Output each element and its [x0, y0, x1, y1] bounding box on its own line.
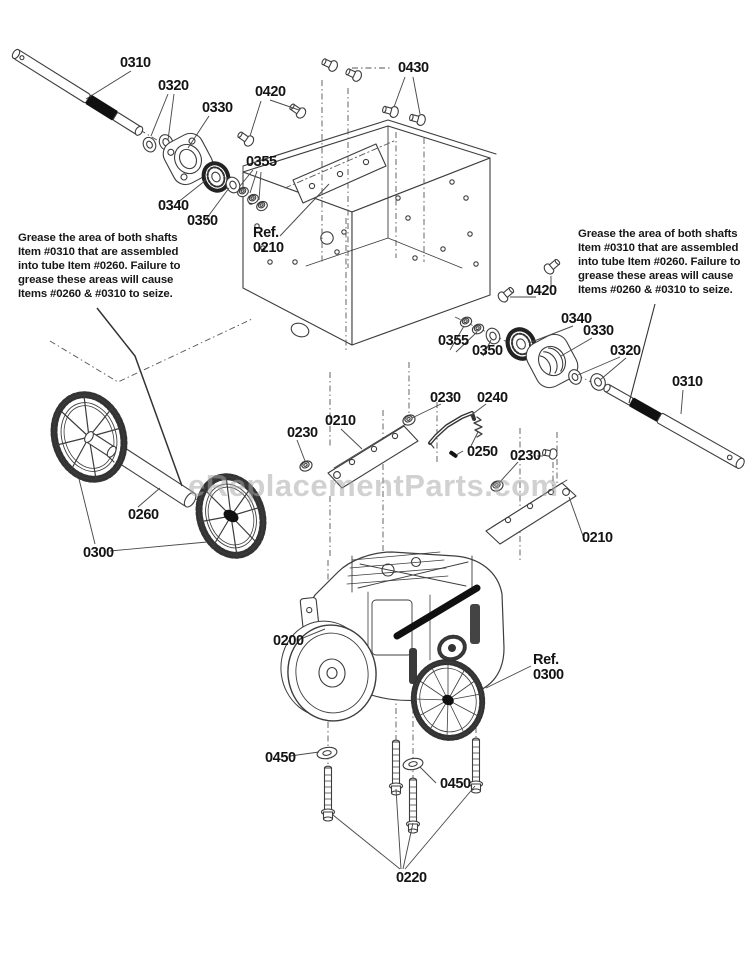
carriage-bolts-0430 — [321, 58, 426, 126]
right-nuts-0355 — [459, 316, 485, 335]
engine-assembly-0200 — [280, 551, 505, 741]
part-label-0250: 0250 — [467, 444, 498, 460]
part-label-0340-left: 0340 — [158, 198, 189, 214]
part-label-0260: 0260 — [128, 507, 159, 523]
part-label-0230-b: 0230 — [430, 390, 461, 406]
part-label-0420-right: 0420 — [526, 283, 557, 299]
washer-0450-right — [402, 757, 424, 771]
part-label-0350-left: 0350 — [187, 213, 218, 229]
part-label-ref-0210: Ref. 0210 — [253, 225, 284, 256]
part-label-0420-left: 0420 — [255, 84, 286, 100]
part-label-0320-left: 0320 — [158, 78, 189, 94]
right-bearing-housing-0330 — [525, 333, 579, 389]
pinion-gear — [437, 634, 467, 662]
left-nuts-0355 — [237, 186, 268, 212]
grease-note-left: Grease the area of both shafts Item #031… — [18, 232, 181, 300]
gear-wheel-left-0300 — [50, 391, 128, 483]
washer-0450-left — [316, 746, 338, 760]
part-label-0355-left: 0355 — [246, 154, 277, 170]
part-label-0330-right: 0330 — [583, 323, 614, 339]
label-leader-lines — [78, 70, 684, 870]
left-washer-0350 — [225, 176, 241, 194]
mount-brackets-group — [299, 411, 577, 545]
spring-0250 — [473, 416, 483, 438]
part-label-0430: 0430 — [398, 60, 429, 76]
carriage-bolt-0230 — [542, 448, 558, 460]
drive-belt — [393, 584, 481, 640]
left-axle-shaft-assembly — [11, 48, 268, 212]
part-label-0330-left: 0330 — [202, 100, 233, 116]
part-label-0310-left: 0310 — [120, 55, 151, 71]
part-label-0210-left: 0210 — [325, 413, 356, 429]
bracket-right-0210 — [485, 479, 577, 545]
pin-0250 — [449, 450, 458, 458]
part-label-0320-right: 0320 — [610, 343, 641, 359]
part-label-0300: 0300 — [83, 545, 114, 561]
part-label-0450-right: 0450 — [440, 776, 471, 792]
part-label-0230-a: 0230 — [287, 425, 318, 441]
part-label-0355-right: 0355 — [438, 333, 469, 349]
frame-fasteners — [237, 58, 561, 460]
bracket-left-0210 — [327, 421, 419, 489]
part-label-0200: 0200 — [273, 633, 304, 649]
grease-note-right: Grease the area of both shafts Item #031… — [578, 228, 741, 296]
shoulder-bolts-0420 — [237, 103, 561, 303]
engine-pulley — [280, 620, 377, 722]
right-washers-0320 — [568, 369, 606, 391]
part-label-0230-c: 0230 — [510, 448, 541, 464]
engine-gear-wheel-ref-0300 — [410, 659, 486, 741]
part-label-0310-right: 0310 — [672, 374, 703, 390]
part-label-0210-right: 0210 — [582, 530, 613, 546]
left-bearing-housing-0330 — [162, 132, 214, 186]
part-label-0340-right: 0340 — [561, 311, 592, 327]
right-washer-0350 — [485, 327, 501, 345]
right-shaft-0310 — [603, 383, 745, 469]
gear-wheel-right-0300 — [195, 473, 267, 559]
part-label-0220: 0220 — [396, 870, 427, 886]
part-label-ref-0300: Ref. 0300 — [533, 652, 564, 683]
part-label-0240: 0240 — [477, 390, 508, 406]
left-shaft-0310 — [11, 48, 144, 136]
left-bearing-0340 — [201, 161, 231, 193]
part-label-0350-right: 0350 — [472, 343, 503, 359]
flange-nuts-0230 — [299, 414, 504, 492]
part-label-0450-left: 0450 — [265, 750, 296, 766]
watermark: eReplacementParts.com — [188, 468, 559, 503]
right-axle-shaft-assembly — [459, 316, 745, 469]
wheel-gear-group — [50, 391, 267, 559]
left-washers-0320 — [142, 134, 174, 153]
